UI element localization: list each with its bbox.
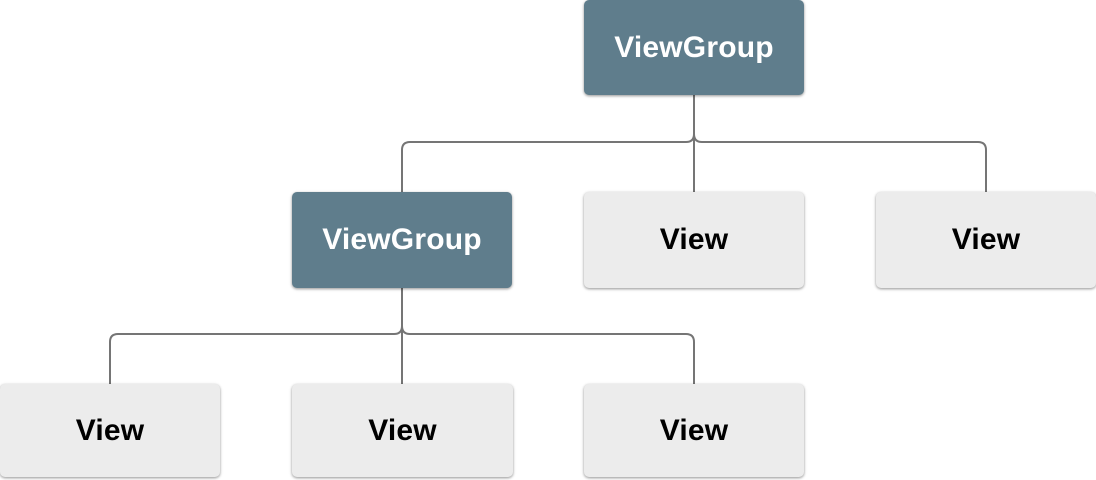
node-child-viewgroup: ViewGroup xyxy=(292,192,512,288)
connector-viewgroup-to-right-grandchild xyxy=(401,325,695,384)
node-root-viewgroup-label: ViewGroup xyxy=(614,30,774,64)
node-child-view-2-label: View xyxy=(951,223,1021,256)
node-root-viewgroup: ViewGroup xyxy=(584,0,804,95)
node-grandchild-view-2-label: View xyxy=(368,413,437,447)
connector-root-to-left-child xyxy=(401,133,695,192)
node-child-view-1-label: View xyxy=(659,223,729,256)
node-grandchild-view-3-label: View xyxy=(659,413,729,447)
node-child-view-2: View xyxy=(876,192,1096,288)
connector-viewgroup-to-left-grandchild xyxy=(109,325,403,384)
node-child-view-1: View xyxy=(584,192,804,288)
node-grandchild-view-1: View xyxy=(0,384,220,477)
node-grandchild-view-3: View xyxy=(584,384,804,477)
node-grandchild-view-1-label: View xyxy=(75,413,145,447)
node-child-viewgroup-label: ViewGroup xyxy=(322,223,482,256)
connector-root-to-right-child xyxy=(693,133,987,192)
node-grandchild-view-2: View xyxy=(292,384,513,477)
